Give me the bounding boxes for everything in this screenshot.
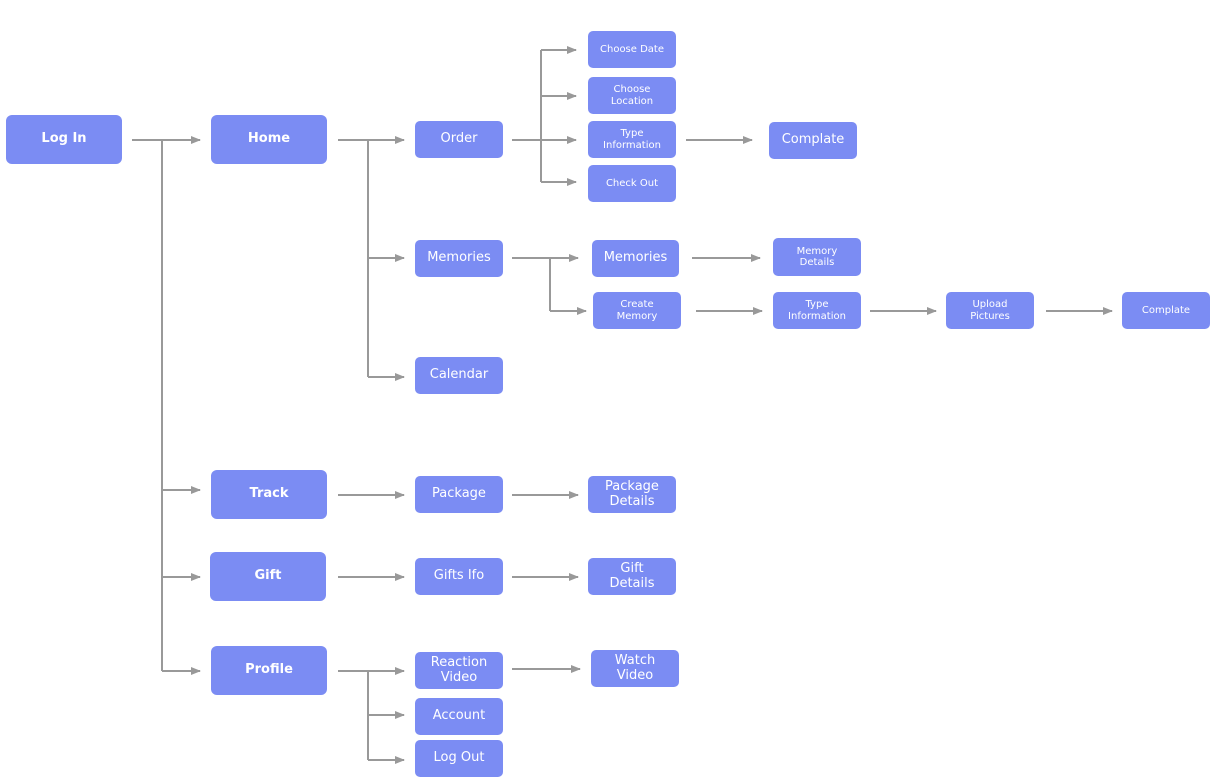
choose-date-node[interactable]: Choose Date	[588, 31, 676, 68]
create-memory-node[interactable]: Create Memory	[593, 292, 681, 329]
watch-video-node[interactable]: Watch Video	[591, 650, 679, 687]
type-information-order-node[interactable]: Type Information	[588, 121, 676, 158]
memory-details-node[interactable]: Memory Details	[773, 238, 861, 276]
memories-node[interactable]: Memories	[415, 240, 503, 277]
profile-node[interactable]: Profile	[211, 646, 327, 695]
gift-details-node[interactable]: Gift Details	[588, 558, 676, 595]
gifts-info-node[interactable]: Gifts Ifo	[415, 558, 503, 595]
package-details-node[interactable]: Package Details	[588, 476, 676, 513]
home-node[interactable]: Home	[211, 115, 327, 164]
complate-order-node[interactable]: Complate	[769, 122, 857, 159]
choose-location-node[interactable]: Choose Location	[588, 77, 676, 114]
type-information-memory-node[interactable]: Type Information	[773, 292, 861, 329]
reaction-video-node[interactable]: Reaction Video	[415, 652, 503, 689]
account-node[interactable]: Account	[415, 698, 503, 735]
calendar-node[interactable]: Calendar	[415, 357, 503, 394]
check-out-node[interactable]: Check Out	[588, 165, 676, 202]
complate-memory-node[interactable]: Complate	[1122, 292, 1210, 329]
order-node[interactable]: Order	[415, 121, 503, 158]
log-in-node[interactable]: Log In	[6, 115, 122, 164]
track-node[interactable]: Track	[211, 470, 327, 519]
upload-pictures-node[interactable]: Upload Pictures	[946, 292, 1034, 329]
gift-node[interactable]: Gift	[210, 552, 326, 601]
memories-list-node[interactable]: Memories	[592, 240, 679, 277]
log-out-node[interactable]: Log Out	[415, 740, 503, 777]
package-node[interactable]: Package	[415, 476, 503, 513]
